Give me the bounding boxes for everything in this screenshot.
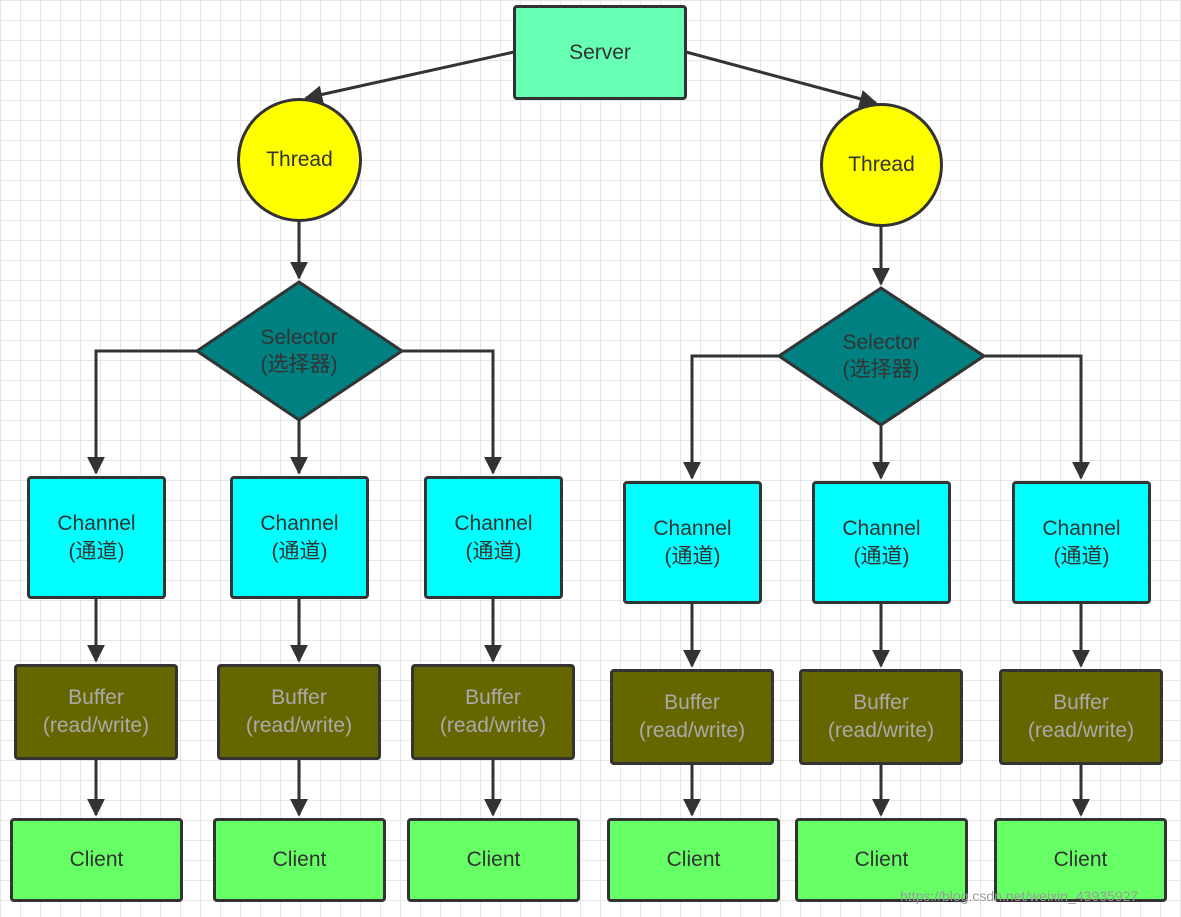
client-label: Client <box>666 848 721 871</box>
channel-name: Channel <box>842 516 921 540</box>
buffer-name: Buffer <box>271 686 327 709</box>
buffer-mode: (read/write) <box>827 719 935 742</box>
thread-label: Thread <box>266 148 333 171</box>
channel-name: Channel <box>653 516 732 540</box>
watermark-text: https://blog.csdn.net/weixin_43935927 <box>900 888 1139 904</box>
channel-node-4[interactable]: Channel (通道) <box>623 481 762 604</box>
buffer-node-2[interactable]: Buffer (read/write) <box>217 664 381 760</box>
buffer-mode: (read/write) <box>245 714 353 737</box>
selector-label-left: Selector (选择器) <box>229 322 369 380</box>
selector-label-right: Selector (选择器) <box>811 327 951 385</box>
selector-translation: (选择器) <box>260 353 338 376</box>
thread-label: Thread <box>848 153 915 176</box>
selector-translation: (选择器) <box>842 358 920 381</box>
channel-translation: (通道) <box>853 544 910 568</box>
server-label: Server <box>569 40 631 64</box>
server-node[interactable]: Server <box>513 5 687 100</box>
client-node-5[interactable]: Client <box>795 818 968 902</box>
edge-selector-channel-3 <box>402 349 502 475</box>
selector-diamond-left[interactable] <box>194 280 405 422</box>
buffer-mode: (read/write) <box>42 714 150 737</box>
client-label: Client <box>466 848 521 871</box>
buffer-name: Buffer <box>1053 691 1109 714</box>
buffer-name: Buffer <box>853 691 909 714</box>
buffer-name: Buffer <box>465 686 521 709</box>
channel-translation: (通道) <box>271 539 328 563</box>
channel-name: Channel <box>57 511 136 535</box>
channel-translation: (通道) <box>465 539 522 563</box>
buffer-node-3[interactable]: Buffer (read/write) <box>411 664 575 760</box>
channel-node-2[interactable]: Channel (通道) <box>230 476 369 599</box>
client-node-2[interactable]: Client <box>213 818 386 902</box>
channel-translation: (通道) <box>664 544 721 568</box>
edge-selector-channel-1 <box>87 349 197 475</box>
channel-node-6[interactable]: Channel (通道) <box>1012 481 1151 604</box>
thread-node-right[interactable]: Thread <box>820 103 943 227</box>
client-label: Client <box>854 848 909 871</box>
channel-translation: (通道) <box>68 539 125 563</box>
selector-name: Selector <box>260 326 338 349</box>
buffer-name: Buffer <box>664 691 720 714</box>
channel-name: Channel <box>260 511 339 535</box>
channel-translation: (通道) <box>1053 544 1110 568</box>
buffer-name: Buffer <box>68 686 124 709</box>
edge-server-thread-left <box>304 50 515 104</box>
client-label: Client <box>272 848 327 871</box>
client-node-6[interactable]: Client <box>994 818 1167 902</box>
selector-diamond-right[interactable] <box>776 286 987 427</box>
selector-name: Selector <box>842 331 920 354</box>
client-label: Client <box>1053 848 1108 871</box>
buffer-mode: (read/write) <box>439 714 547 737</box>
channel-node-1[interactable]: Channel (通道) <box>27 476 166 599</box>
edge-selector-channel-6 <box>984 354 1090 480</box>
buffer-node-5[interactable]: Buffer (read/write) <box>799 669 963 765</box>
channel-name: Channel <box>1042 516 1121 540</box>
channel-name: Channel <box>454 511 533 535</box>
client-label: Client <box>69 848 124 871</box>
client-node-1[interactable]: Client <box>10 818 183 902</box>
client-node-4[interactable]: Client <box>607 818 780 902</box>
edge-selector-channel-4 <box>683 354 779 480</box>
channel-node-5[interactable]: Channel (通道) <box>812 481 951 604</box>
buffer-node-4[interactable]: Buffer (read/write) <box>610 669 774 765</box>
edge-server-thread-right <box>685 50 878 108</box>
channel-node-3[interactable]: Channel (通道) <box>424 476 563 599</box>
thread-node-left[interactable]: Thread <box>237 98 362 222</box>
buffer-mode: (read/write) <box>1027 719 1135 742</box>
buffer-node-6[interactable]: Buffer (read/write) <box>999 669 1163 765</box>
client-node-3[interactable]: Client <box>407 818 580 902</box>
buffer-node-1[interactable]: Buffer (read/write) <box>14 664 178 760</box>
buffer-mode: (read/write) <box>638 719 746 742</box>
